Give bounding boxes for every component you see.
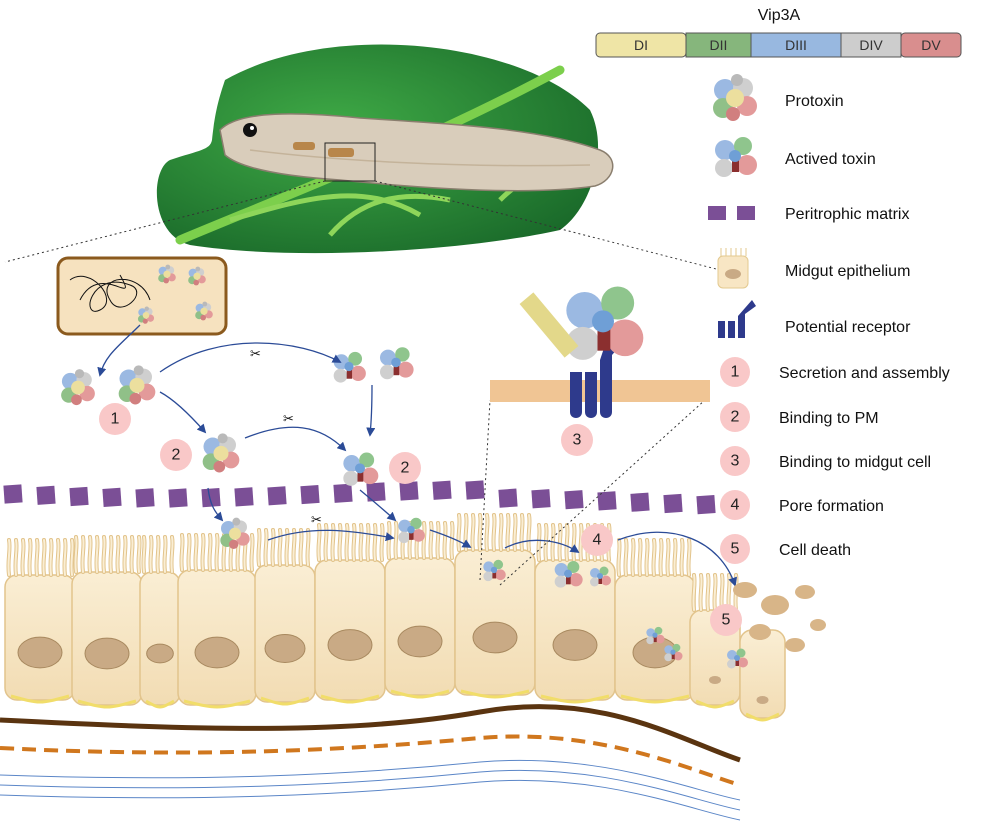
domain-segment-diii: DIII [750, 32, 842, 58]
domain-label: DIII [785, 37, 807, 53]
midgut-cell [739, 629, 786, 722]
step-label: Secretion and assembly [779, 365, 950, 382]
step-label: Binding to midgut cell [779, 454, 931, 471]
step-badge [720, 402, 750, 432]
diagram-badge-1: 1 [99, 403, 131, 435]
badge-number: 2 [401, 460, 410, 477]
protoxin-icon [713, 74, 757, 121]
larva-illustration [219, 113, 614, 192]
step-item-4: 4 Pore formation [720, 490, 884, 520]
domain-label: DII [710, 37, 728, 53]
step-number: 1 [731, 364, 740, 381]
legend-label: Potential receptor [785, 319, 911, 336]
diagram-step-badges: 1 2 2 3 4 5 [99, 403, 742, 636]
scissors-icon: ✂ [311, 512, 322, 527]
legend-label: Protoxin [785, 93, 844, 110]
step-number: 3 [731, 453, 740, 470]
domain-label: DI [634, 37, 648, 53]
step-badge [720, 446, 750, 476]
midgut-epithelium-cells [4, 513, 786, 722]
domain-label: DV [921, 37, 941, 53]
cell-debris [733, 582, 826, 652]
peritrophic-matrix-icon [708, 206, 755, 220]
peritrophic-matrix-layer [3, 480, 716, 515]
scissors-icon: ✂ [283, 411, 294, 426]
muscle-layer-line [0, 734, 741, 787]
legend-label: Midgut epithelium [785, 263, 910, 280]
legend-item-4: Potential receptor [718, 300, 911, 338]
step-number: 5 [731, 541, 740, 558]
basal-lamina-line [0, 704, 741, 763]
legend-item-1: Actived toxin [715, 137, 876, 177]
step-badge [720, 490, 750, 520]
badge-number: 3 [573, 432, 582, 449]
receptor-icon [718, 300, 756, 338]
legend-item-0: Protoxin [713, 74, 844, 121]
diagram-badge-3: 3 [561, 424, 593, 456]
midgut-cell [689, 573, 741, 709]
step-legend: 1 Secretion and assembly 2 Binding to PM 3 Bi… [720, 357, 950, 564]
midgut-cell [4, 538, 76, 704]
domain-segment-di: DI [595, 32, 687, 58]
legend-label: Actived toxin [785, 151, 876, 168]
badge-number: 5 [722, 612, 731, 629]
midgut-cell [314, 523, 386, 704]
receptor-shape [570, 330, 625, 418]
domain-segment-div: DIV [840, 32, 902, 58]
diagram-badge-4: 4 [581, 524, 613, 556]
legend-item-3: Midgut epithelium [717, 248, 910, 289]
midgut-cell [71, 535, 143, 709]
step-item-1: 1 Secretion and assembly [720, 357, 950, 387]
diagram-badge-5: 5 [710, 604, 742, 636]
vip3a-title: Vip3A [758, 7, 801, 24]
vip3a-domain-bar: DI DII DIII DIV DV [595, 32, 962, 58]
badge-number: 1 [111, 411, 120, 428]
badge-number: 2 [172, 447, 181, 464]
bacterium-cell [56, 256, 228, 336]
process-arrows [97, 324, 738, 587]
step-number: 2 [731, 409, 740, 426]
activated-toxin-icon [715, 137, 757, 177]
diagram-badge-2: 2 [160, 439, 192, 471]
midgut-cell [254, 528, 316, 706]
step-item-5: 5 Cell death [720, 534, 851, 564]
domain-label: DIV [859, 37, 883, 53]
midgut-cell [139, 535, 181, 709]
midgut-cell [177, 533, 257, 709]
domain-segment-dii: DII [685, 32, 752, 58]
legend-item-2: Peritrophic matrix [708, 206, 909, 223]
midgut-epithelium-icon [717, 248, 749, 289]
domain-segment-dv: DV [900, 32, 962, 58]
legend-label: Peritrophic matrix [785, 206, 909, 223]
badge-number: 4 [593, 532, 602, 549]
step-badge [720, 534, 750, 564]
step-label: Pore formation [779, 498, 884, 515]
step-number: 4 [731, 497, 740, 514]
step-item-2: 2 Binding to PM [720, 402, 879, 432]
step-item-3: 3 Binding to midgut cell [720, 446, 931, 476]
step-badge [720, 357, 750, 387]
midgut-cell [384, 521, 456, 699]
step-label: Cell death [779, 542, 851, 559]
diagram-badge-2: 2 [389, 452, 421, 484]
step-label: Binding to PM [779, 410, 879, 427]
membrane-zoom [479, 286, 710, 586]
midgut-cell [614, 538, 696, 704]
scissors-icon: ✂ [250, 346, 261, 361]
